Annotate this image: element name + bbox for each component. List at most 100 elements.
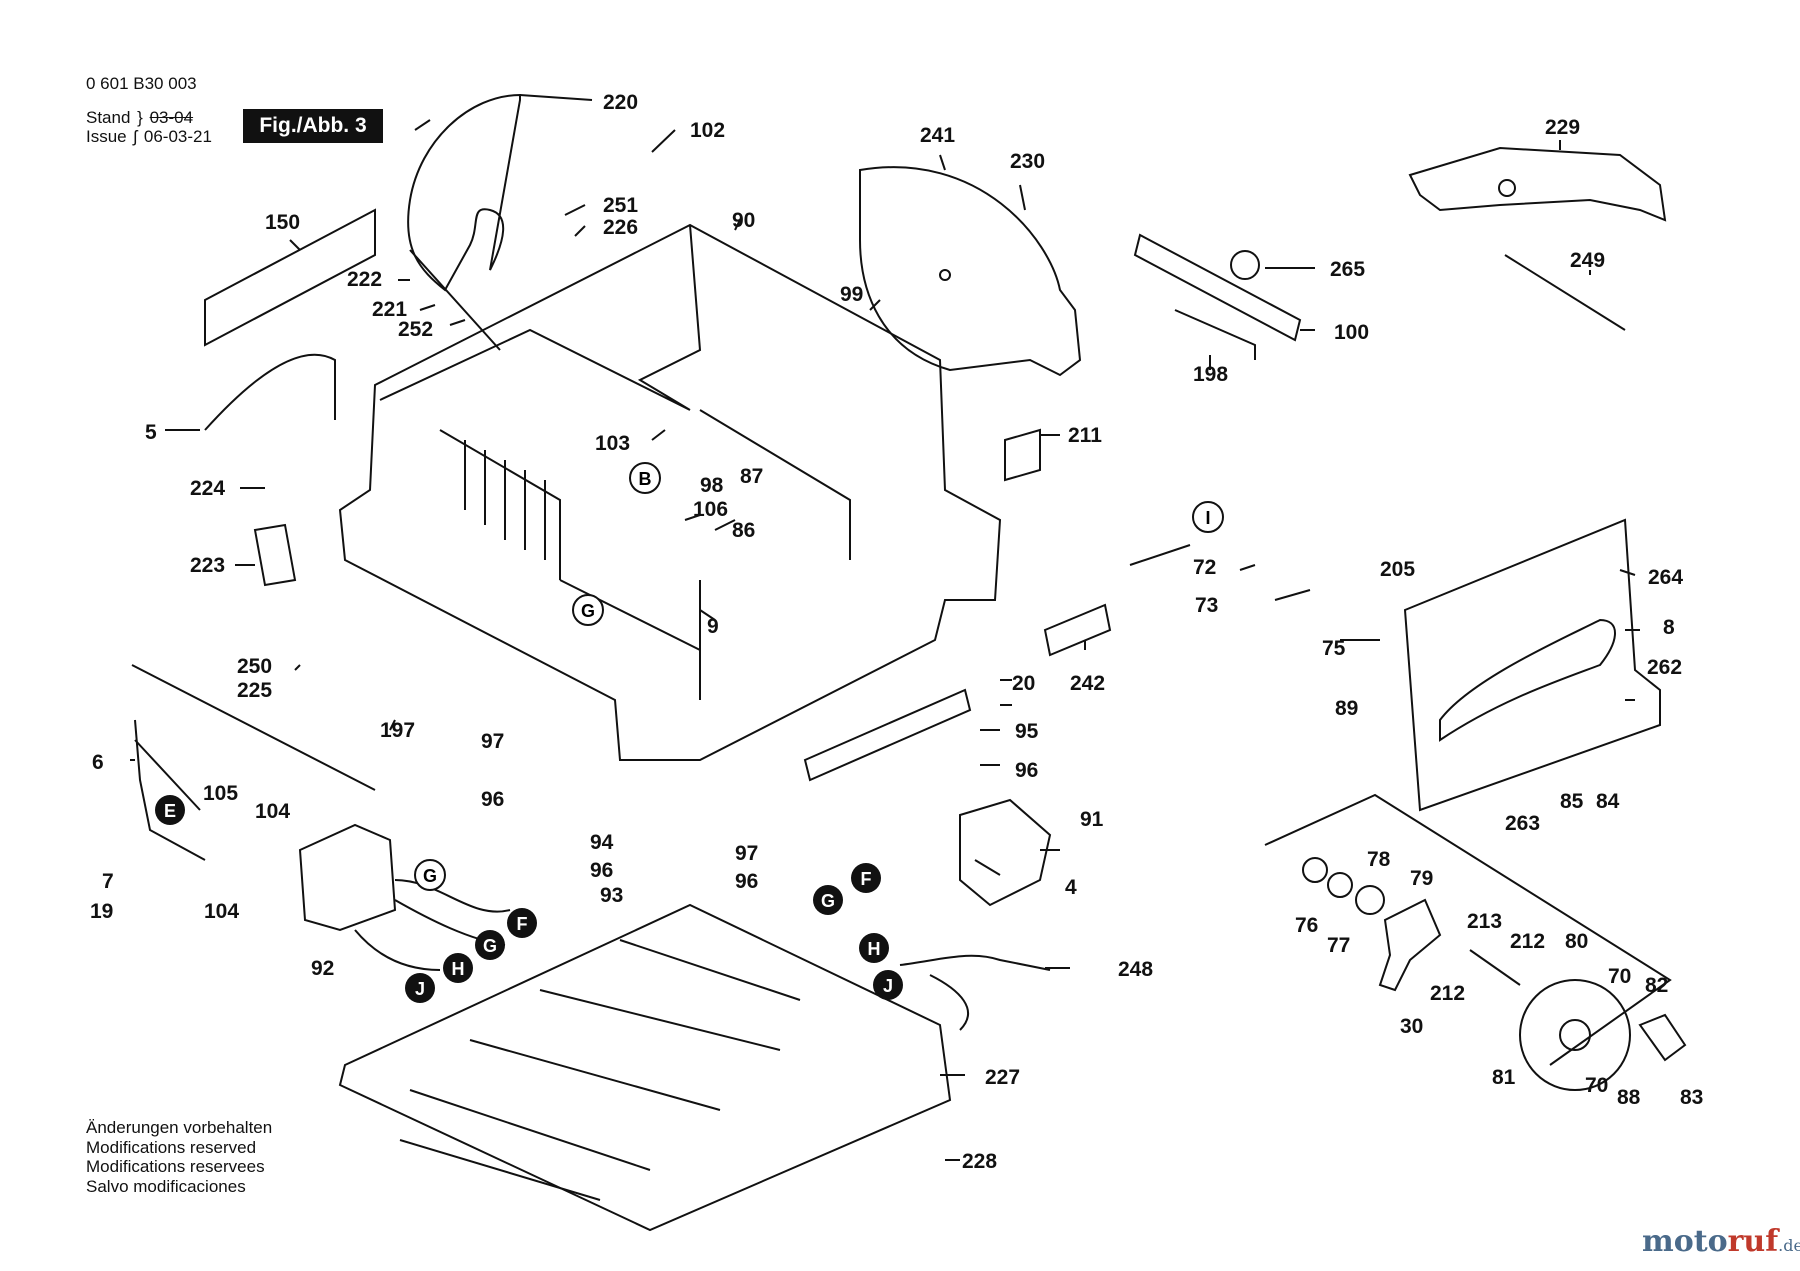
part-label: 263	[1505, 812, 1540, 835]
document-number: 0 601 B30 003	[86, 74, 197, 93]
svg-text:E: E	[164, 801, 176, 821]
gear-265	[1230, 250, 1260, 280]
part-label: 7	[102, 870, 114, 893]
marker-G-housing: G	[572, 594, 604, 626]
part-label: 100	[1334, 321, 1369, 344]
svg-text:B: B	[639, 469, 652, 489]
part-label: 97	[481, 730, 504, 753]
part-label: 99	[840, 283, 863, 306]
handle-229-hole	[1498, 179, 1516, 197]
marker-F-motor: F	[851, 863, 881, 893]
motor-assembly-4	[959, 798, 1052, 907]
handle-229	[1408, 146, 1667, 222]
blade-220-shape	[407, 93, 521, 292]
svg-text:G: G	[423, 866, 437, 886]
part-label: 91	[1080, 808, 1104, 831]
marker-H-motor: H	[859, 933, 889, 963]
part-label: 72	[1193, 556, 1216, 579]
part-label: 77	[1327, 934, 1350, 957]
part-label: 222	[347, 268, 382, 291]
svg-text:H: H	[868, 939, 881, 959]
label-sheet-242	[1043, 603, 1112, 657]
cable-248	[899, 954, 1051, 1031]
transformer-92	[298, 823, 397, 932]
svg-text:F: F	[861, 869, 872, 889]
part-label: 104	[255, 800, 290, 823]
issue-brace: ʃ	[133, 127, 138, 146]
svg-text:G: G	[821, 891, 835, 911]
part-label: 212	[1510, 930, 1545, 953]
part-label: 93	[600, 884, 623, 907]
part-label: 252	[398, 318, 433, 341]
marker-H-transformer: H	[443, 953, 473, 983]
part-label: 81	[1492, 1066, 1516, 1089]
part-label: 80	[1565, 930, 1588, 953]
part-label: 89	[1335, 697, 1358, 720]
blade-220-outline	[409, 119, 501, 351]
brand-logo: motoruf.de	[1642, 1224, 1800, 1259]
part-label: 220	[603, 91, 638, 114]
part-label: 70	[1608, 965, 1631, 988]
part-label: 226	[603, 216, 638, 239]
part-label: 227	[985, 1066, 1020, 1089]
base-plate-slots	[399, 939, 801, 1201]
part-label: 224	[190, 477, 225, 500]
brand-name-b: ruf	[1727, 1224, 1779, 1259]
note-en: Modifications reserved	[86, 1137, 257, 1157]
part-label: 85	[1560, 790, 1584, 813]
rod-6-bracket	[131, 664, 376, 811]
marker-G-transformer: G	[475, 930, 505, 960]
svg-text:I: I	[1205, 508, 1210, 528]
stand-label: Stand	[86, 108, 131, 127]
part-label: 76	[1295, 914, 1318, 937]
part-label: 88	[1617, 1086, 1641, 1109]
part-label: 106	[693, 498, 728, 521]
part-label: 213	[1467, 910, 1502, 933]
part-label: 8	[1663, 616, 1675, 639]
rod-6	[134, 719, 206, 861]
part-label: 87	[740, 465, 763, 488]
part-label: 5	[145, 421, 157, 444]
label-sheet-211	[1004, 428, 1041, 482]
part-label: 241	[920, 124, 955, 147]
part-label: 229	[1545, 116, 1580, 139]
nut-78	[1355, 885, 1385, 915]
brand-tld: .de	[1778, 1236, 1800, 1255]
bracket-100	[1133, 233, 1302, 342]
part-label: 96	[481, 788, 504, 811]
knob-82	[1638, 1013, 1687, 1062]
marker-B: B	[629, 462, 661, 494]
part-label: 78	[1367, 848, 1391, 871]
svg-text:H: H	[452, 959, 465, 979]
part-label: 96	[590, 859, 613, 882]
part-label: 94	[590, 831, 614, 854]
part-label: 73	[1195, 594, 1218, 617]
part-label: 228	[962, 1150, 997, 1173]
part-label: 198	[1193, 363, 1228, 386]
part-label: 211	[1068, 424, 1102, 447]
part-label: 248	[1118, 958, 1153, 981]
svg-text:J: J	[883, 976, 893, 996]
part-label: 4	[1065, 876, 1077, 899]
handwheel-80	[1519, 979, 1631, 1091]
circle-markers: B G E F G F G H J H J I G	[155, 462, 1224, 1003]
note-es: Salvo modificaciones	[86, 1176, 246, 1196]
part-label: 86	[732, 519, 755, 542]
part-label: 82	[1645, 974, 1668, 997]
marker-G-wiring: G	[414, 859, 446, 891]
diagram-drawing	[130, 93, 1687, 1232]
rear-plate-8	[1403, 518, 1661, 812]
washer-76	[1302, 857, 1328, 883]
svg-text:G: G	[581, 601, 595, 621]
part-label: 102	[690, 119, 725, 142]
part-label: 92	[311, 957, 334, 980]
part-label: 6	[92, 751, 104, 774]
part-label: 242	[1070, 672, 1105, 695]
part-label: 96	[735, 870, 758, 893]
part-label: 79	[1410, 867, 1433, 890]
rear-plate-8-slot	[1439, 618, 1616, 742]
part-label: 104	[204, 900, 239, 923]
part-label: 223	[190, 554, 225, 577]
issue-label: Issue	[86, 127, 127, 146]
svg-text:J: J	[415, 979, 425, 999]
